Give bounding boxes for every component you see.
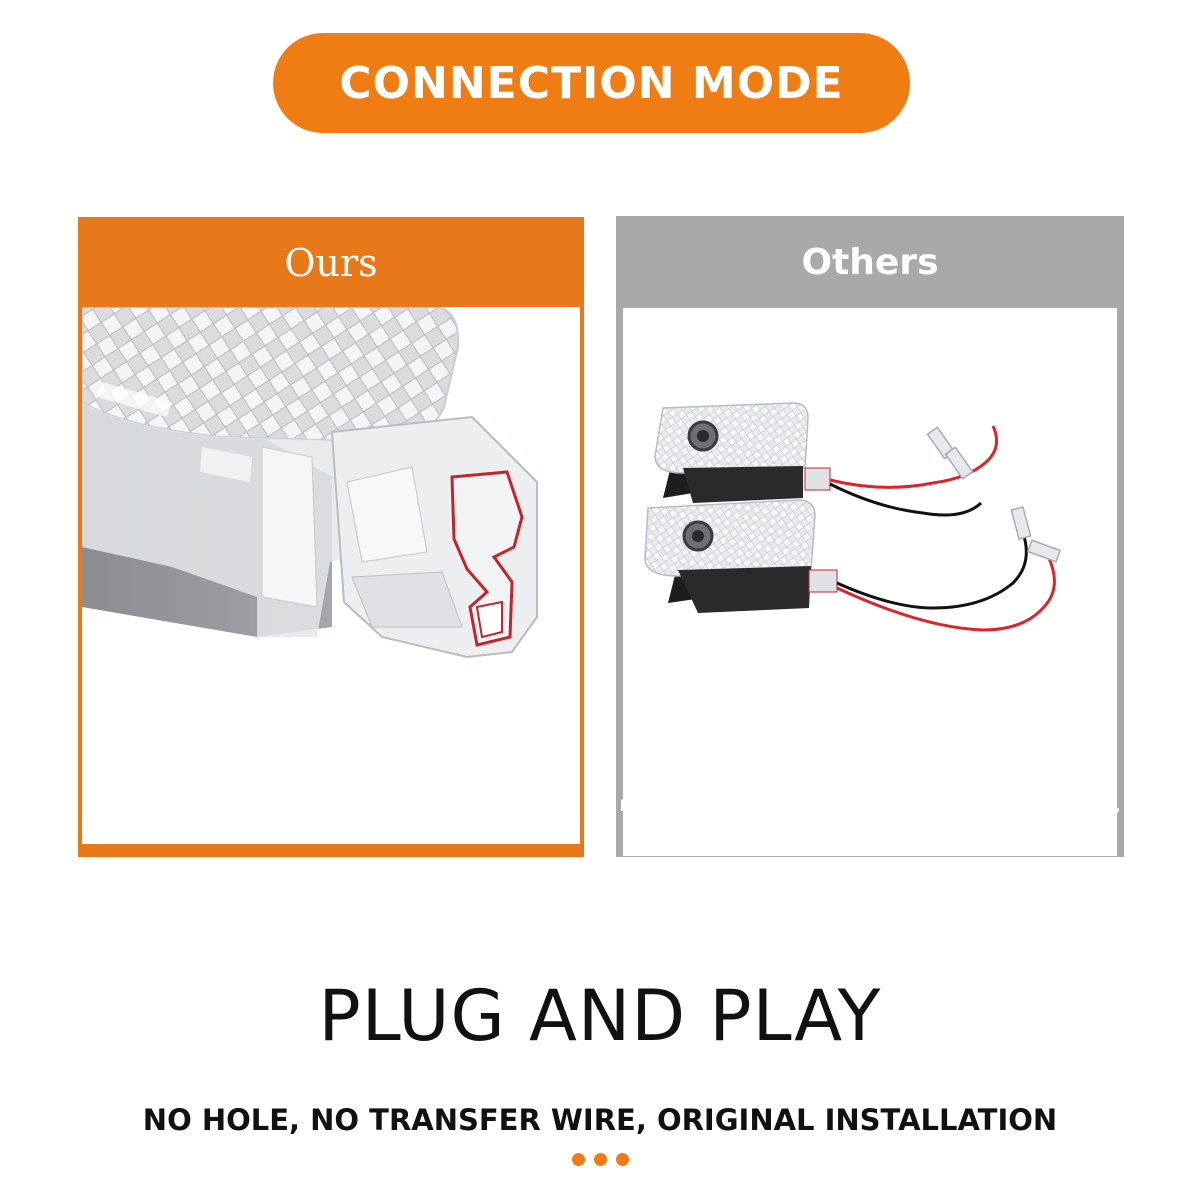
wire-terminals — [926, 426, 1062, 563]
banner-title: CONNECTION MODE — [339, 57, 844, 109]
connector-close-up-image — [82, 307, 580, 844]
others-description-line1: Requires alteration of the original auto… — [619, 796, 1121, 815]
others-panel: Others — [616, 216, 1124, 857]
others-title: Others — [801, 241, 939, 283]
others-projector-photo — [623, 308, 1117, 856]
plug-and-play-title: PLUG AND PLAY — [318, 975, 882, 1057]
installation-subtitle: NO HOLE, NO TRANSFER WIRE, ORIGINAL INST… — [142, 1103, 1058, 1137]
ours-connector-photo — [82, 307, 580, 844]
dot-icon — [571, 1153, 585, 1166]
decorative-dots — [0, 1153, 1200, 1166]
others-heading: REQUIRES THE USE OF AN ADAPTER CORD — [680, 766, 1060, 785]
adapter-wires — [829, 425, 1056, 632]
wired-projectors-image — [623, 308, 1117, 756]
connection-mode-banner: CONNECTION MODE — [273, 33, 910, 133]
ours-panel: Ours — [78, 217, 584, 857]
ours-heading: PLUG-AND-PLAY — [209, 757, 453, 788]
ours-title: Ours — [284, 241, 378, 285]
dot-icon — [593, 1153, 607, 1166]
others-description-line2: resulting in an unsafe event — [742, 826, 998, 845]
projector-unit-top — [654, 402, 831, 503]
ours-description-line1: Our products have 2 ports for all models… — [104, 795, 558, 833]
dot-icon — [615, 1153, 629, 1166]
ours-description-line2: needed! OEM installation method, safe an… — [98, 825, 564, 844]
projector-unit-bottom — [644, 499, 838, 613]
